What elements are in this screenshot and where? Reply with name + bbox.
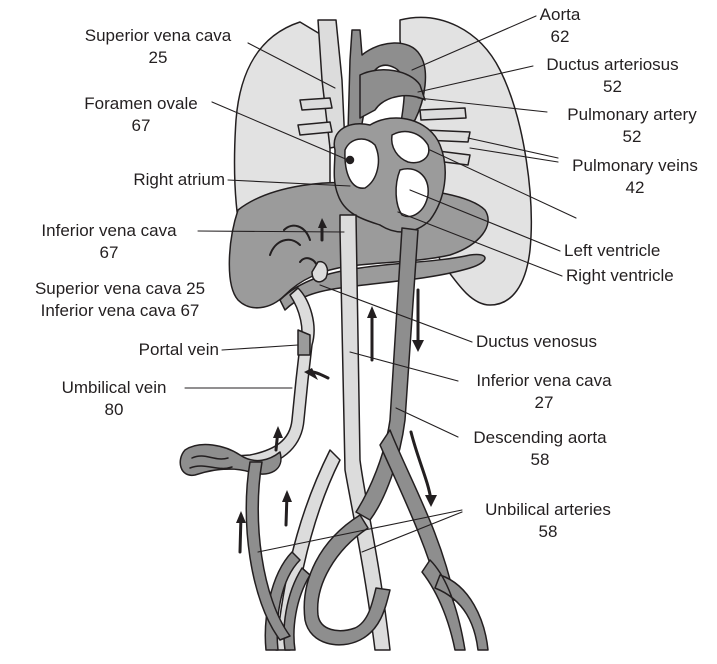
label-name: Superior vena cava xyxy=(68,25,248,47)
label-name: Inferior vena cava xyxy=(24,220,194,242)
label-value: 62 xyxy=(520,26,600,48)
label-value: 58 xyxy=(455,449,625,471)
label-descending-aorta: Descending aorta 58 xyxy=(455,427,625,471)
label-umbilical-arteries: Unbilical arteries 58 xyxy=(463,499,633,543)
label-right-atrium: Right atrium xyxy=(80,169,225,191)
label-name: Right ventricle xyxy=(566,265,711,287)
label-pulmonary-artery: Pulmonary artery 52 xyxy=(550,104,714,148)
label-inferior-vena-cava-lower: Inferior vena cava 27 xyxy=(458,370,630,414)
label-value: 27 xyxy=(458,392,630,414)
label-value: 52 xyxy=(535,76,690,98)
label-name: Portal vein xyxy=(80,339,219,361)
label-value: 52 xyxy=(550,126,714,148)
label-value: 58 xyxy=(463,521,633,543)
label-name: Right atrium xyxy=(80,169,225,191)
label-left-ventricle: Left ventricle xyxy=(564,240,704,262)
label-value: 42 xyxy=(560,177,710,199)
label-mixed-blood: Superior vena cava 25 Inferior vena cava… xyxy=(4,278,236,322)
label-inferior-vena-cava-upper: Inferior vena cava 67 xyxy=(24,220,194,264)
leader-portal xyxy=(222,345,298,350)
label-foramen-ovale: Foramen ovale 67 xyxy=(66,93,216,137)
label-value: 80 xyxy=(44,399,184,421)
label-value: 25 xyxy=(68,47,248,69)
label-line2: Inferior vena cava 67 xyxy=(4,300,236,322)
label-umbilical-vein: Umbilical vein 80 xyxy=(44,377,184,421)
label-name: Aorta xyxy=(520,4,600,26)
label-portal-vein: Portal vein xyxy=(80,339,219,361)
portal-vein xyxy=(298,330,310,355)
label-aorta: Aorta 62 xyxy=(520,4,600,48)
label-name: Pulmonary artery xyxy=(550,104,714,126)
label-pulmonary-veins: Pulmonary veins 42 xyxy=(560,155,710,199)
label-ductus-venosus: Ductus venosus xyxy=(476,331,626,353)
label-name: Ductus arteriosus xyxy=(535,54,690,76)
label-name: Ductus venosus xyxy=(476,331,626,353)
label-name: Inferior vena cava xyxy=(458,370,630,392)
label-ductus-arteriosus: Ductus arteriosus 52 xyxy=(535,54,690,98)
label-name: Descending aorta xyxy=(455,427,625,449)
label-right-ventricle: Right ventricle xyxy=(566,265,711,287)
label-value: 67 xyxy=(24,242,194,264)
label-line1: Superior vena cava 25 xyxy=(4,278,236,300)
label-name: Foramen ovale xyxy=(66,93,216,115)
label-name: Umbilical vein xyxy=(44,377,184,399)
label-value: 67 xyxy=(66,115,216,137)
right-leg-branches xyxy=(422,560,488,650)
umbilical-cord xyxy=(180,445,281,476)
label-name: Pulmonary veins xyxy=(560,155,710,177)
label-name: Unbilical arteries xyxy=(463,499,633,521)
label-superior-vena-cava: Superior vena cava 25 xyxy=(68,25,248,69)
label-name: Left ventricle xyxy=(564,240,704,262)
